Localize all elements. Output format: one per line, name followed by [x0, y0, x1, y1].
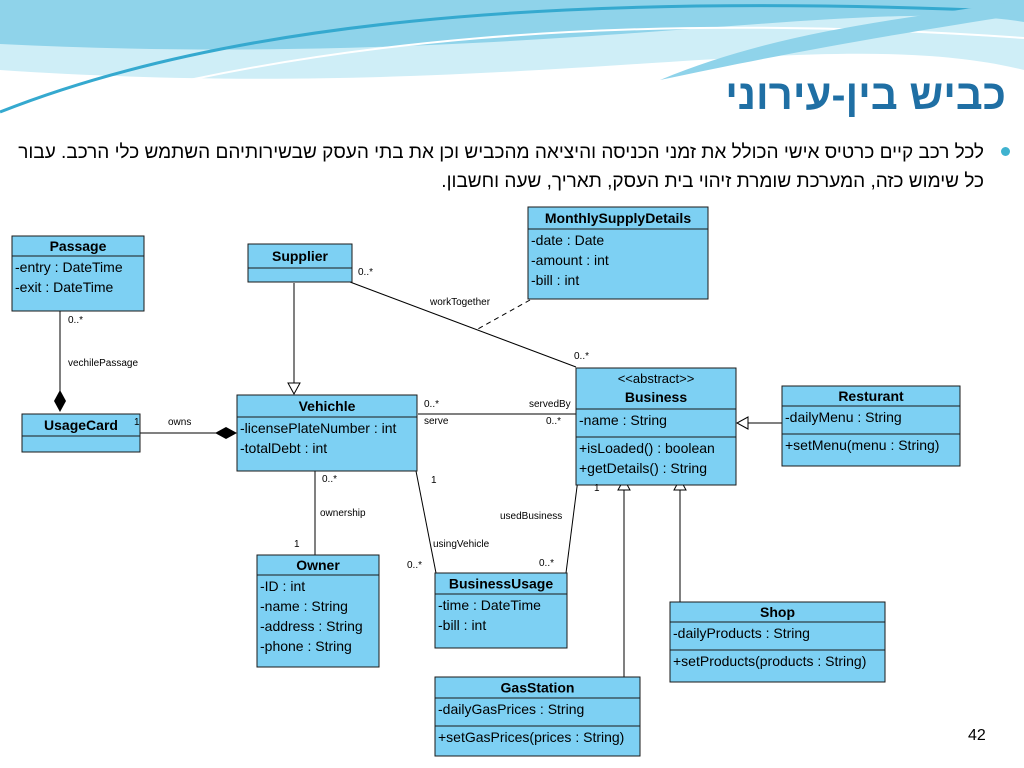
- class-operation: +setProducts(products : String): [673, 653, 866, 669]
- association-lines: [54, 281, 782, 677]
- slide-bullet-text: לכל רכב קיים כרטיס אישי הכולל את זמני הכ…: [18, 142, 984, 192]
- association-labels: 0..* vechilePassage 1 owns 0..* workToge…: [68, 267, 600, 571]
- passage-multiplicity: 0..*: [68, 315, 83, 326]
- class-attribute: -phone : String: [260, 638, 352, 654]
- class-name: Shop: [760, 604, 795, 620]
- wave-background: [0, 0, 1024, 119]
- business-multiplicity-one: 1: [594, 483, 600, 494]
- serve-left-multiplicity: 0..*: [424, 399, 439, 410]
- class-box-vehicle: [236, 394, 418, 472]
- bullet-icon: [1001, 147, 1010, 156]
- wave-line-dark: [0, 4, 1024, 114]
- class-gasstation: GasStation -dailyGasPrices : String +setGa…: [434, 676, 641, 757]
- class-owner: Owner -ID : int -name : String -address : S…: [256, 554, 380, 668]
- class-passage: Passage -entry : DateTime -exit : DateTime: [11, 235, 145, 312]
- class-attribute: -totalDebt : int: [240, 440, 327, 456]
- class-box-passage: [11, 235, 145, 312]
- work-together-label: workTogether: [429, 297, 491, 308]
- class-attribute: -licensePlateNumber : int: [240, 420, 397, 436]
- wave-accent: [660, 0, 1024, 80]
- class-attribute: -dailyMenu : String: [785, 409, 902, 425]
- supplier-multiplicity: 0..*: [358, 267, 373, 278]
- class-box-businessusage: [434, 572, 568, 649]
- serve-label: serve: [424, 416, 449, 427]
- class-monthly: MonthlySupplyDetails -date : Date -amount …: [527, 206, 709, 300]
- class-businessusage: BusinessUsage -time : DateTime -bill : int: [434, 572, 568, 649]
- composition-diamond-vehicle: [215, 427, 237, 439]
- using-vehicle-multiplicity: 0..*: [407, 560, 422, 571]
- class-box-monthly: [527, 206, 709, 300]
- ownership-top-multiplicity: 0..*: [322, 474, 337, 485]
- business-top-multiplicity: 0..*: [574, 351, 589, 362]
- class-stereotype: <<abstract>>: [618, 371, 695, 386]
- class-vehicle: Vehichle -licensePlateNumber : int -totalD…: [236, 394, 418, 472]
- class-operation: +setGasPrices(prices : String): [438, 729, 624, 745]
- ownership-multiplicity: 1: [294, 539, 300, 550]
- class-attribute: -date : Date: [531, 232, 604, 248]
- class-usagecard: UsageCard: [21, 413, 141, 453]
- class-attribute: -ID : int: [260, 578, 305, 594]
- class-operation: +isLoaded() : boolean: [579, 440, 715, 456]
- class-operation: +getDetails() : String: [579, 460, 707, 476]
- class-operation: +setMenu(menu : String): [785, 437, 939, 453]
- class-name: UsageCard: [44, 417, 118, 433]
- slide-title: כביש בין-עירוני: [725, 71, 1006, 118]
- class-box-supplier: [247, 243, 353, 283]
- class-box-gasstation: [434, 676, 641, 757]
- class-name: Resturant: [838, 388, 904, 404]
- used-business-multiplicity: 0..*: [539, 558, 554, 569]
- page-number: 42: [968, 727, 986, 744]
- class-name: Passage: [50, 238, 107, 254]
- class-attribute: -dailyProducts : String: [673, 625, 810, 641]
- class-business: <<abstract>> Business -name : String +isLoa…: [575, 367, 737, 486]
- serve-right-multiplicity: 0..*: [546, 416, 561, 427]
- composition-diamond-usagecard: [54, 390, 66, 412]
- wave-mid: [0, 0, 1024, 50]
- class-name: BusinessUsage: [449, 576, 553, 592]
- owns-label: owns: [168, 417, 191, 428]
- class-name: MonthlySupplyDetails: [545, 210, 691, 226]
- class-box-business: [575, 367, 737, 486]
- uml-classes: Passage -entry : DateTime -exit : DateTime…: [11, 206, 961, 757]
- class-name: Vehichle: [299, 398, 356, 414]
- edge-used-business: [565, 478, 579, 574]
- edge-supplier-business: [349, 281, 577, 368]
- using-vehicle-label: usingVehicle: [433, 539, 490, 550]
- class-attribute: -exit : DateTime: [15, 279, 113, 295]
- ownership-label: ownership: [320, 508, 366, 519]
- class-restaurant: Resturant -dailyMenu : String +setMenu(men…: [781, 385, 961, 467]
- using-vehicle-multiplicity-one: 1: [431, 475, 437, 486]
- edge-worktogether-dashed: [475, 299, 531, 331]
- class-attribute: -dailyGasPrices : String: [438, 701, 584, 717]
- class-box-restaurant: [781, 385, 961, 467]
- class-supplier: Supplier: [247, 243, 353, 283]
- owns-multiplicity: 1: [134, 417, 140, 428]
- used-business-label: usedBusiness: [500, 511, 562, 522]
- class-name: Owner: [296, 557, 340, 573]
- class-box-owner: [256, 554, 380, 668]
- class-shop: Shop -dailyProducts : String +setProducts(…: [669, 601, 886, 683]
- class-attribute: -name : String: [579, 412, 667, 428]
- served-by-label: servedBy: [529, 399, 571, 410]
- class-box-shop: [669, 601, 886, 683]
- class-attribute: -bill : int: [438, 617, 486, 633]
- class-name: Supplier: [272, 248, 329, 264]
- class-attribute: -amount : int: [531, 252, 609, 268]
- edge-using-vehicle: [415, 470, 437, 574]
- vechile-passage-label: vechilePassage: [68, 358, 138, 369]
- class-attribute: -time : DateTime: [438, 597, 541, 613]
- class-box-usagecard: [21, 413, 141, 453]
- class-name: GasStation: [501, 680, 575, 696]
- class-attribute: -entry : DateTime: [15, 259, 123, 275]
- class-attribute: -bill : int: [531, 272, 579, 288]
- class-attribute: -address : String: [260, 618, 363, 634]
- class-attribute: -name : String: [260, 598, 348, 614]
- class-name: Business: [625, 389, 687, 405]
